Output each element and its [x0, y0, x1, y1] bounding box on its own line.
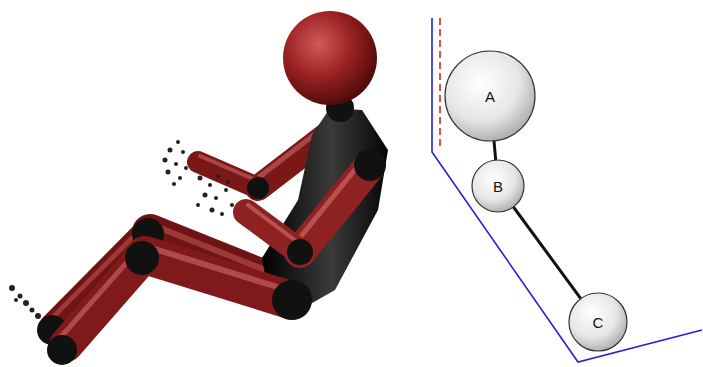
- seat-outline: [432, 18, 702, 362]
- head: [283, 11, 377, 105]
- joint-circle: C: [568, 292, 628, 352]
- link-line: [514, 208, 580, 298]
- point-label: B: [471, 159, 525, 213]
- circle-outline: [472, 160, 524, 212]
- point-label: C: [568, 292, 628, 352]
- particles: [9, 140, 234, 319]
- circle-outline: [569, 293, 627, 351]
- near-leg: [47, 241, 312, 365]
- circle-outline: [445, 51, 535, 141]
- joint-circle: B: [471, 159, 525, 213]
- near-arm: [246, 149, 386, 265]
- point-label: A: [444, 50, 536, 142]
- joint-circle: A: [444, 50, 536, 142]
- link-line: [494, 142, 496, 159]
- reference-line: [439, 18, 441, 146]
- far-leg: [37, 218, 295, 345]
